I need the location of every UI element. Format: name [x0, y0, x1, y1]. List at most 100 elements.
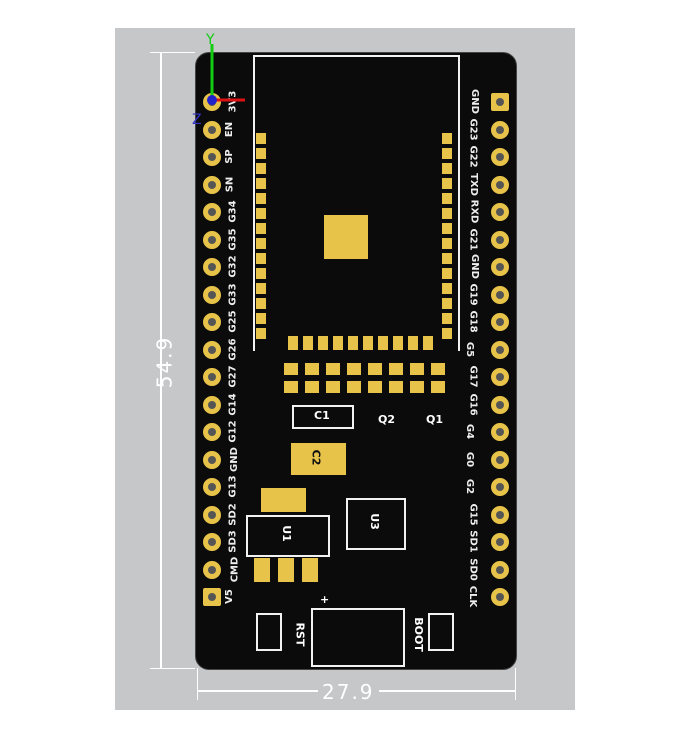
pin-label: SP	[223, 149, 235, 164]
pin-label: G26	[227, 337, 239, 361]
module-castellated-pad	[442, 148, 452, 159]
smd-resistor-pad	[305, 363, 319, 375]
module-castellated-pad	[303, 336, 313, 350]
wifi-module-outline	[253, 55, 460, 351]
pin-label: G25	[227, 310, 239, 333]
module-castellated-pad	[256, 193, 266, 204]
smd-resistor-pad	[389, 363, 403, 375]
left-header-pin	[203, 478, 221, 496]
pin-label: CLK	[467, 585, 479, 608]
right-header-pin	[491, 313, 509, 331]
pin-label: G27	[227, 365, 239, 388]
module-castellated-pad	[256, 178, 266, 189]
u1-pin	[254, 558, 270, 582]
module-castellated-pad	[256, 148, 266, 159]
smd-resistor-pad	[284, 363, 298, 375]
pin-label: G32	[227, 255, 239, 278]
c2-label: C2	[309, 449, 323, 466]
pin-label: GND	[228, 446, 240, 472]
pin-label: G35	[227, 227, 239, 251]
pin-label: G23	[467, 117, 479, 141]
boot-label: BOOT	[411, 617, 425, 652]
pin-label: G13	[227, 475, 239, 498]
right-header-pin	[491, 340, 509, 359]
right-header-pin	[491, 560, 509, 579]
boot-button[interactable]	[428, 613, 454, 651]
module-castellated-pad	[318, 336, 328, 350]
u3-outline	[346, 498, 406, 550]
pin-label: SN	[224, 176, 236, 192]
pin-label: G17	[467, 365, 479, 388]
right-header-pin	[491, 533, 509, 551]
right-header-pin	[491, 395, 509, 414]
rst-button[interactable]	[256, 613, 282, 651]
dimension-tick	[197, 668, 198, 700]
left-header-pin	[203, 588, 221, 606]
pin-label: G16	[467, 392, 479, 416]
module-castellated-pad	[442, 253, 452, 264]
c1-label: C1	[314, 409, 330, 422]
pin-label: G12	[227, 420, 239, 443]
u1-tab	[261, 488, 306, 512]
module-castellated-pad	[442, 133, 452, 144]
right-header-pin	[491, 203, 509, 221]
right-header-pin	[491, 505, 509, 524]
y-axis-label: Y	[205, 32, 215, 48]
module-castellated-pad	[442, 298, 452, 309]
module-castellated-pad	[393, 336, 403, 350]
left-header-pin	[203, 258, 221, 276]
smd-resistor-pad	[431, 363, 445, 375]
module-castellated-pad	[256, 313, 266, 324]
right-header-pin	[491, 285, 509, 304]
module-castellated-pad	[256, 133, 266, 144]
smd-resistor-pad	[347, 363, 361, 375]
rst-label: RST	[293, 622, 307, 647]
module-castellated-pad	[288, 336, 298, 350]
smd-resistor-pad	[326, 381, 340, 393]
pin-label: G18	[467, 310, 479, 333]
module-ground-pad	[324, 215, 368, 259]
module-castellated-pad	[363, 336, 373, 350]
module-castellated-pad	[256, 283, 266, 294]
u1-pin	[278, 558, 294, 582]
module-castellated-pad	[442, 193, 452, 204]
module-castellated-pad	[256, 208, 266, 219]
smd-resistor-pad	[326, 363, 340, 375]
pcb-board: C1 C2 Q2 Q1 U1 U3 RST BOOT +	[195, 52, 517, 670]
height-dimension-line	[160, 52, 162, 668]
left-header-pin	[203, 450, 221, 469]
left-header-pin	[203, 148, 221, 166]
right-header-pin	[491, 93, 509, 111]
dimension-tick	[515, 668, 516, 700]
left-header-pin	[203, 423, 221, 441]
module-castellated-pad	[348, 336, 358, 350]
left-header-pin	[203, 368, 221, 386]
pin-label: GND	[468, 254, 480, 279]
smd-resistor-pad	[368, 363, 382, 375]
left-header-pin	[203, 505, 221, 524]
q1-label: Q1	[426, 413, 444, 426]
module-castellated-pad	[256, 223, 266, 234]
pin-label: G19	[467, 282, 479, 306]
module-castellated-pad	[256, 238, 266, 249]
right-header-pin	[491, 368, 509, 386]
left-header-pin	[203, 313, 221, 331]
pin-label: G21	[467, 227, 479, 251]
pin-label: G5	[464, 341, 476, 357]
u1-pin	[302, 558, 318, 582]
left-header-pin	[203, 203, 221, 221]
u1-outline	[246, 515, 330, 557]
module-castellated-pad	[333, 336, 343, 350]
q2-label: Q2	[378, 413, 396, 426]
module-castellated-pad	[442, 208, 452, 219]
module-castellated-pad	[442, 163, 452, 174]
left-header-pin	[203, 285, 221, 304]
pin-label: CMD	[229, 556, 241, 582]
module-castellated-pad	[378, 336, 388, 350]
pin-label: SD2	[227, 502, 239, 526]
module-castellated-pad	[442, 283, 452, 294]
right-header-pin	[491, 478, 509, 496]
right-header-pin	[491, 175, 509, 194]
module-castellated-pad	[442, 178, 452, 189]
left-header-pin	[203, 560, 221, 579]
